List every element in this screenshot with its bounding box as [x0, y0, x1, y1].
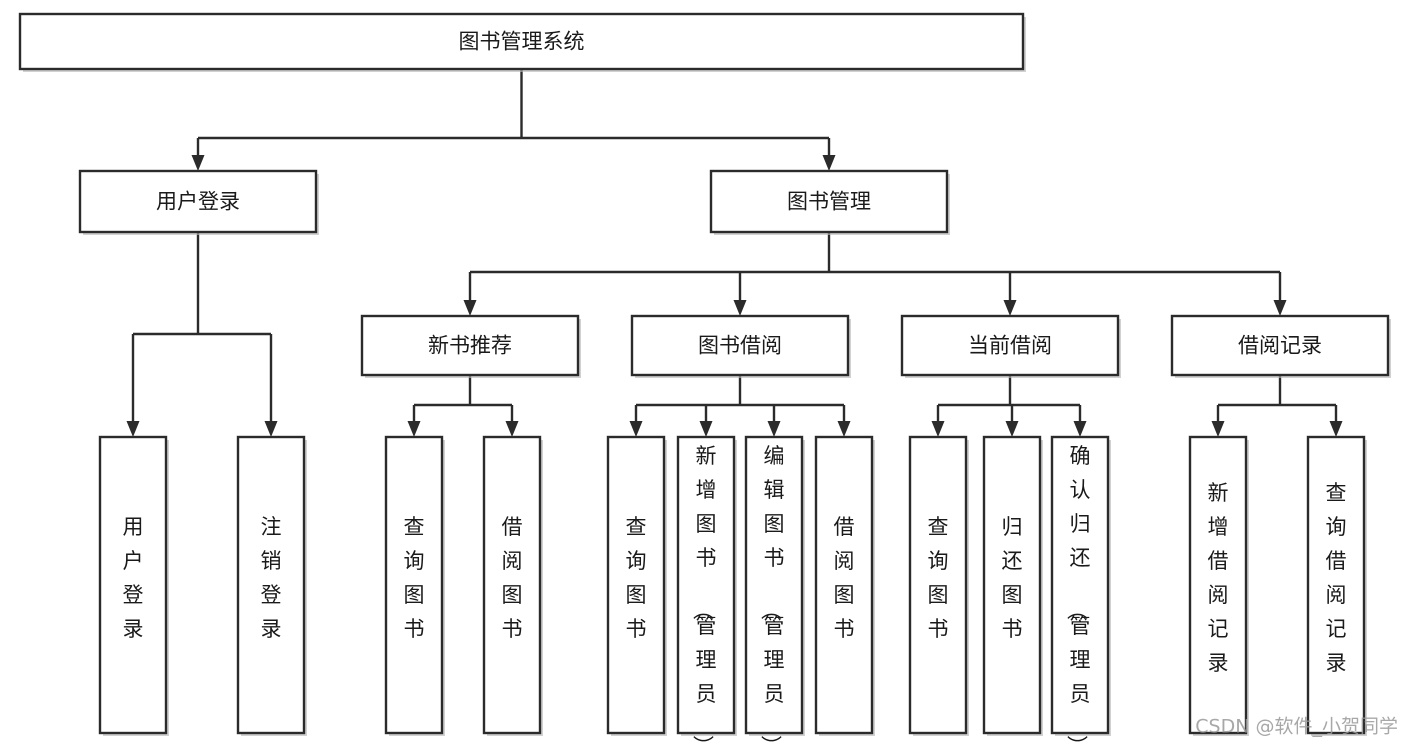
node-leaf-add-record[interactable]: 新增借阅记录	[1188, 435, 1249, 736]
node-label-user-login: 用户登录	[156, 190, 240, 214]
node-label-leaf-query-book-borrow: 查询图书	[626, 515, 647, 641]
node-label-leaf-user-login: 用户登录	[123, 515, 144, 641]
node-user-login[interactable]: 用户登录	[78, 169, 319, 235]
node-box-borrow-record[interactable]	[1170, 314, 1390, 377]
node-leaf-add-book[interactable]: 新增图书（管理员）	[676, 435, 737, 747]
node-current-borrow[interactable]: 当前借阅	[900, 314, 1121, 378]
node-leaf-query-book-rec[interactable]: 查询图书	[384, 435, 445, 736]
node-leaf-query-book-cur[interactable]: 查询图书	[908, 435, 969, 736]
node-leaf-query-record[interactable]: 查询借阅记录	[1306, 435, 1367, 736]
node-leaf-edit-book[interactable]: 编辑图书（管理员）	[744, 435, 805, 747]
node-leaf-borrow-book-rec[interactable]: 借阅图书	[482, 435, 543, 736]
node-box-leaf-edit-book[interactable]	[744, 435, 804, 735]
node-label-leaf-user-logout: 注销登录	[261, 515, 282, 641]
arrow-head-leaf-confirm-return	[1073, 421, 1087, 437]
arrow-head-leaf-query-record	[1329, 421, 1343, 437]
node-box-leaf-query-book-rec[interactable]	[384, 435, 444, 735]
node-book-borrow[interactable]: 图书借阅	[630, 314, 851, 378]
arrow-head-current-borrow	[1003, 300, 1017, 316]
node-box-leaf-user-login[interactable]	[98, 435, 168, 735]
node-label-book-manage: 图书管理	[787, 190, 871, 214]
node-box-leaf-borrow-book[interactable]	[814, 435, 874, 735]
node-label-leaf-confirm-return: 确认归还（管理员）	[1065, 444, 1091, 747]
node-box-leaf-user-logout[interactable]	[236, 435, 306, 735]
node-label-leaf-add-book: 新增图书（管理员）	[691, 444, 717, 747]
node-leaf-confirm-return[interactable]: 确认归还（管理员）	[1050, 435, 1111, 747]
arrow-head-leaf-user-logout	[264, 421, 278, 437]
node-leaf-user-login[interactable]: 用户登录	[98, 435, 169, 736]
node-box-leaf-confirm-return[interactable]	[1050, 435, 1110, 735]
arrow-head-borrow-record	[1273, 300, 1287, 316]
arrow-head-leaf-borrow-book-rec	[505, 421, 519, 437]
node-borrow-record[interactable]: 借阅记录	[1170, 314, 1391, 378]
node-label-leaf-query-book-cur: 查询图书	[928, 515, 949, 641]
node-book-manage[interactable]: 图书管理	[709, 169, 950, 235]
node-label-leaf-query-record: 查询借阅记录	[1326, 481, 1347, 675]
arrow-head-new-book-recommend	[463, 300, 477, 316]
node-label-leaf-return-book: 归还图书	[1002, 515, 1023, 641]
node-label-leaf-borrow-book: 借阅图书	[834, 515, 855, 641]
node-leaf-user-logout[interactable]: 注销登录	[236, 435, 307, 736]
arrow-head-user-login	[191, 155, 205, 171]
node-box-leaf-add-book[interactable]	[676, 435, 736, 735]
arrow-head-leaf-edit-book	[767, 421, 781, 437]
node-label-new-book-recommend: 新书推荐	[428, 334, 512, 358]
arrow-head-leaf-add-book	[699, 421, 713, 437]
arrow-head-leaf-borrow-book	[837, 421, 851, 437]
arrow-head-book-manage	[822, 155, 836, 171]
node-root[interactable]: 图书管理系统	[18, 12, 1026, 72]
arrow-head-leaf-query-book-rec	[407, 421, 421, 437]
node-box-leaf-return-book[interactable]	[982, 435, 1042, 735]
connector-layer	[126, 69, 1343, 437]
arrow-head-book-borrow	[733, 300, 747, 316]
node-new-book-recommend[interactable]: 新书推荐	[360, 314, 581, 378]
node-box-leaf-add-record[interactable]	[1188, 435, 1248, 735]
node-label-leaf-borrow-book-rec: 借阅图书	[502, 515, 523, 641]
arrow-head-leaf-query-book-borrow	[629, 421, 643, 437]
node-label-root: 图书管理系统	[459, 30, 585, 54]
node-leaf-query-book-borrow[interactable]: 查询图书	[606, 435, 667, 736]
node-box-leaf-borrow-book-rec[interactable]	[482, 435, 542, 735]
node-box-leaf-query-record[interactable]	[1306, 435, 1366, 735]
node-box-book-manage[interactable]	[709, 169, 949, 234]
node-label-leaf-edit-book: 编辑图书（管理员）	[759, 444, 785, 747]
arrow-head-leaf-user-login	[126, 421, 140, 437]
node-label-book-borrow: 图书借阅	[698, 334, 782, 358]
node-box-new-book-recommend[interactable]	[360, 314, 580, 377]
csdn-watermark: CSDN @软件_小贺同学	[1195, 716, 1398, 738]
node-box-current-borrow[interactable]	[900, 314, 1120, 377]
node-layer: 图书管理系统用户登录图书管理新书推荐图书借阅当前借阅借阅记录用户登录注销登录查询…	[18, 12, 1391, 747]
node-box-root[interactable]	[18, 12, 1025, 71]
node-label-leaf-add-record: 新增借阅记录	[1208, 481, 1229, 675]
node-label-current-borrow: 当前借阅	[968, 334, 1052, 358]
arrow-head-leaf-query-book-cur	[931, 421, 945, 437]
node-box-user-login[interactable]	[78, 169, 318, 234]
node-label-borrow-record: 借阅记录	[1238, 334, 1322, 358]
node-leaf-borrow-book[interactable]: 借阅图书	[814, 435, 875, 736]
node-box-leaf-query-book-cur[interactable]	[908, 435, 968, 735]
arrow-head-leaf-return-book	[1005, 421, 1019, 437]
node-box-leaf-query-book-borrow[interactable]	[606, 435, 666, 735]
arrow-head-leaf-add-record	[1211, 421, 1225, 437]
node-label-leaf-query-book-rec: 查询图书	[404, 515, 425, 641]
node-leaf-return-book[interactable]: 归还图书	[982, 435, 1043, 736]
node-box-book-borrow[interactable]	[630, 314, 850, 377]
